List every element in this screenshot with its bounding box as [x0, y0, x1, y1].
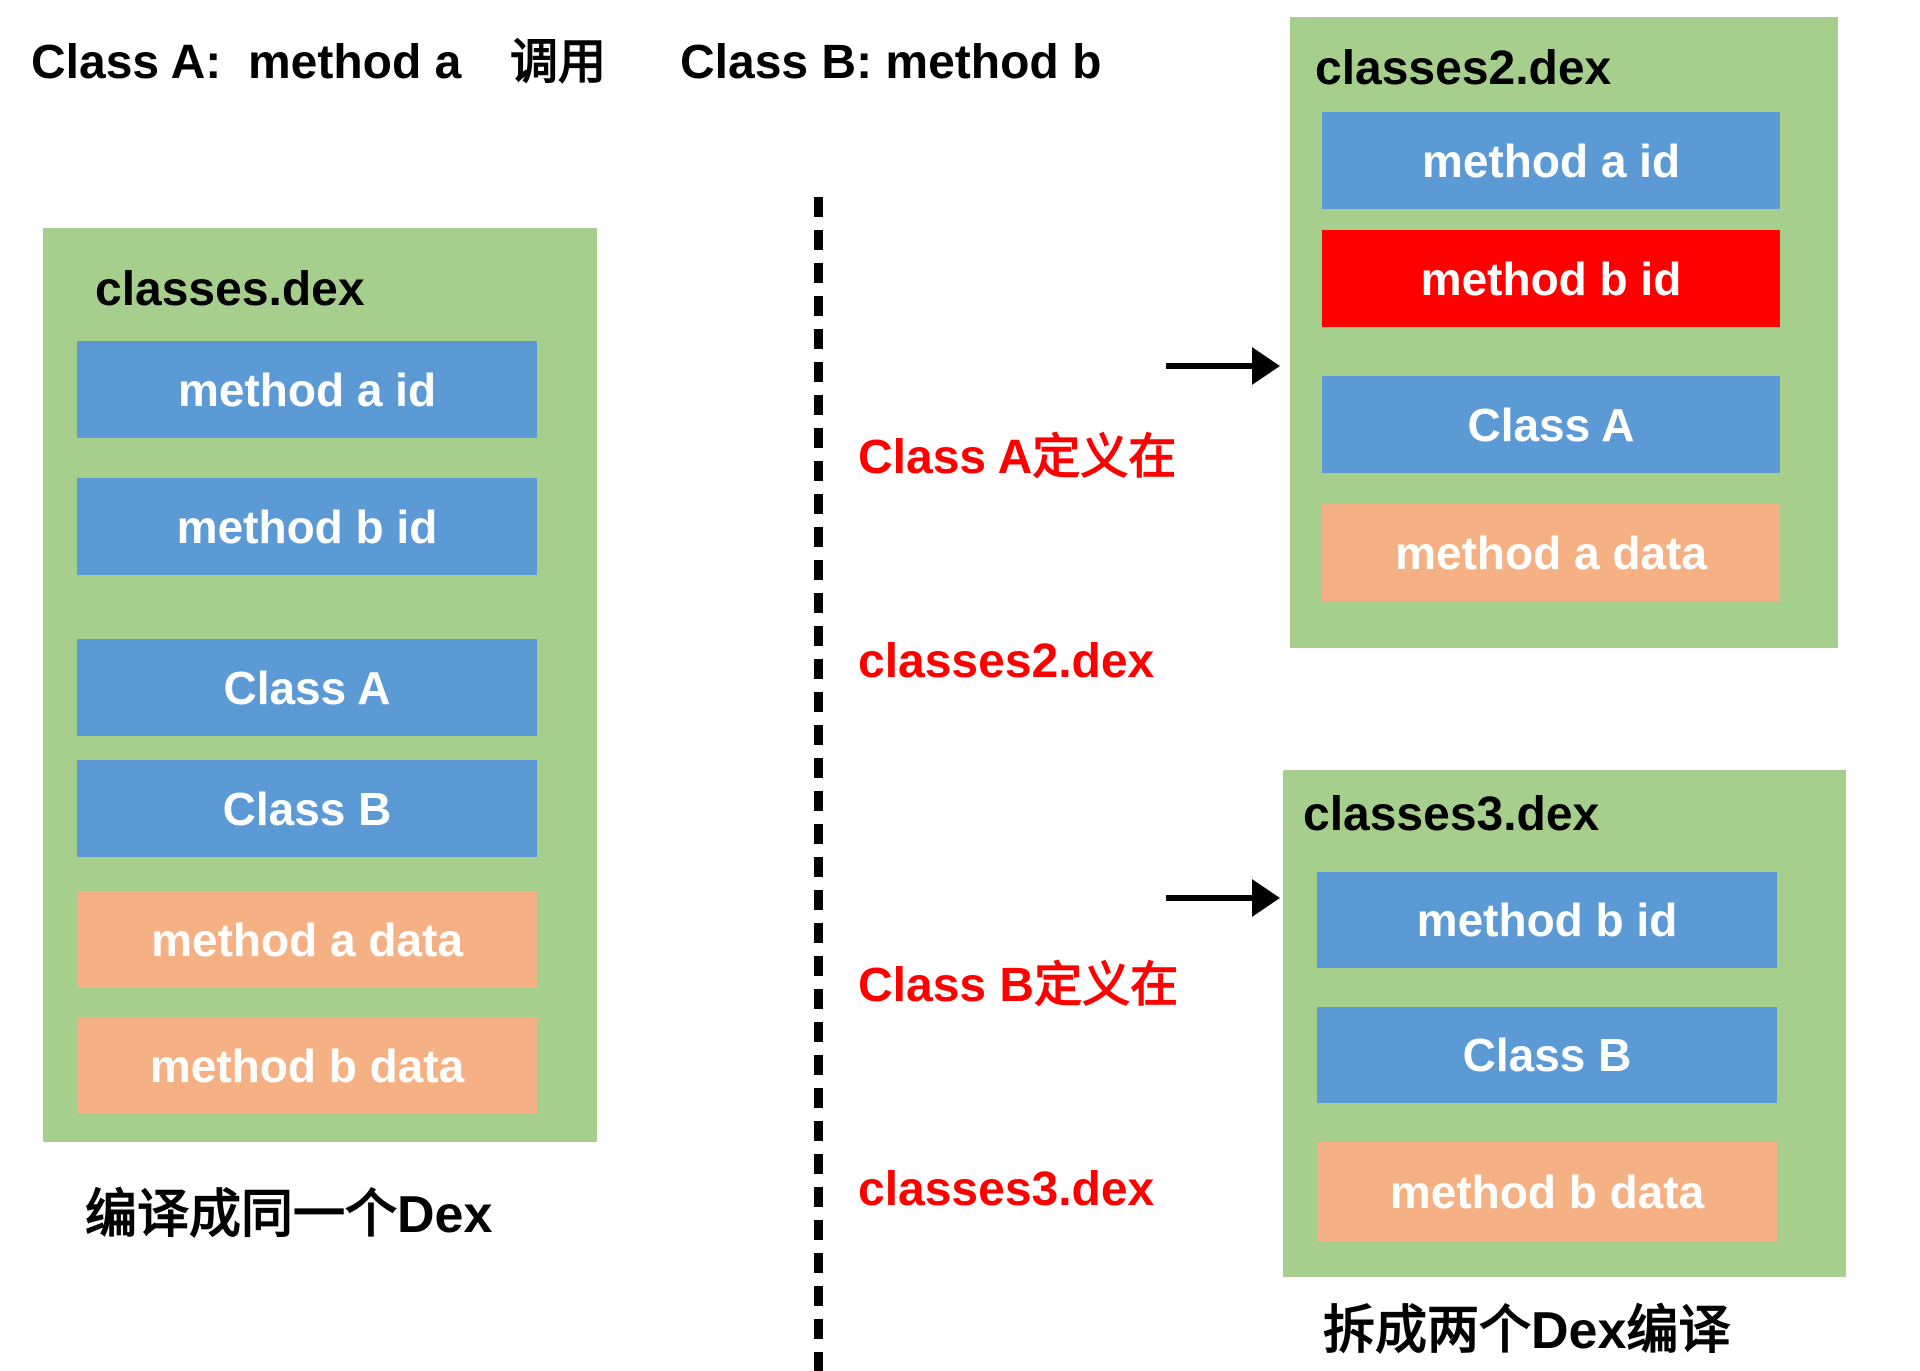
note-class-a-line1: Class A定义在 — [858, 431, 1177, 484]
caption-split-dex: 拆成两个Dex编译 — [1323, 1302, 1731, 1360]
header-class-b-method-b: Class B: method b — [680, 36, 1102, 89]
classes-dex-title: classes.dex — [95, 263, 365, 316]
row-class-a: Class A — [1322, 376, 1780, 473]
row-class-b: Class B — [1317, 1007, 1777, 1103]
note-class-a-line2: classes2.dex — [858, 635, 1155, 688]
header-class-a-method-a: Class A: method a — [31, 36, 462, 89]
row-method-a-data: method a data — [1322, 504, 1780, 601]
classes2-dex-title: classes2.dex — [1315, 42, 1612, 95]
row-class-a: Class A — [77, 639, 537, 736]
note-class-b-line1: Class B定义在 — [858, 959, 1179, 1012]
row-method-b-id: method b id — [77, 478, 537, 575]
arrow-shaft — [1166, 363, 1254, 369]
arrow-head — [1252, 347, 1280, 385]
note-class-b-line2: classes3.dex — [858, 1163, 1155, 1216]
row-method-a-data: method a data — [77, 891, 537, 988]
caption-same-dex: 编译成同一个Dex — [85, 1186, 493, 1244]
note-class-b-defined: Class B定义在 classes3.dex — [858, 816, 1178, 1360]
classes2-dex-box: classes2.dex method a id method b id Cla… — [1290, 17, 1838, 648]
row-method-a-id: method a id — [1322, 112, 1780, 209]
row-method-b-data: method b data — [77, 1017, 537, 1114]
row-method-b-id: method b id — [1317, 872, 1777, 968]
note-class-a-defined: Class A定义在 classes2.dex — [858, 288, 1176, 832]
arrow-head — [1252, 879, 1280, 917]
row-method-b-data: method b data — [1317, 1142, 1777, 1242]
dashed-divider-line — [814, 197, 823, 1371]
row-method-b-id-missing: method b id — [1322, 230, 1780, 327]
header-calls-label: 调用 — [510, 36, 607, 89]
classes3-dex-box: classes3.dex method b id Class B method … — [1283, 770, 1846, 1277]
classes3-dex-title: classes3.dex — [1303, 788, 1600, 841]
arrow-shaft — [1166, 895, 1254, 901]
row-method-a-id: method a id — [77, 341, 537, 438]
row-class-b: Class B — [77, 760, 537, 857]
classes-dex-box: classes.dex method a id method b id Clas… — [43, 228, 597, 1142]
